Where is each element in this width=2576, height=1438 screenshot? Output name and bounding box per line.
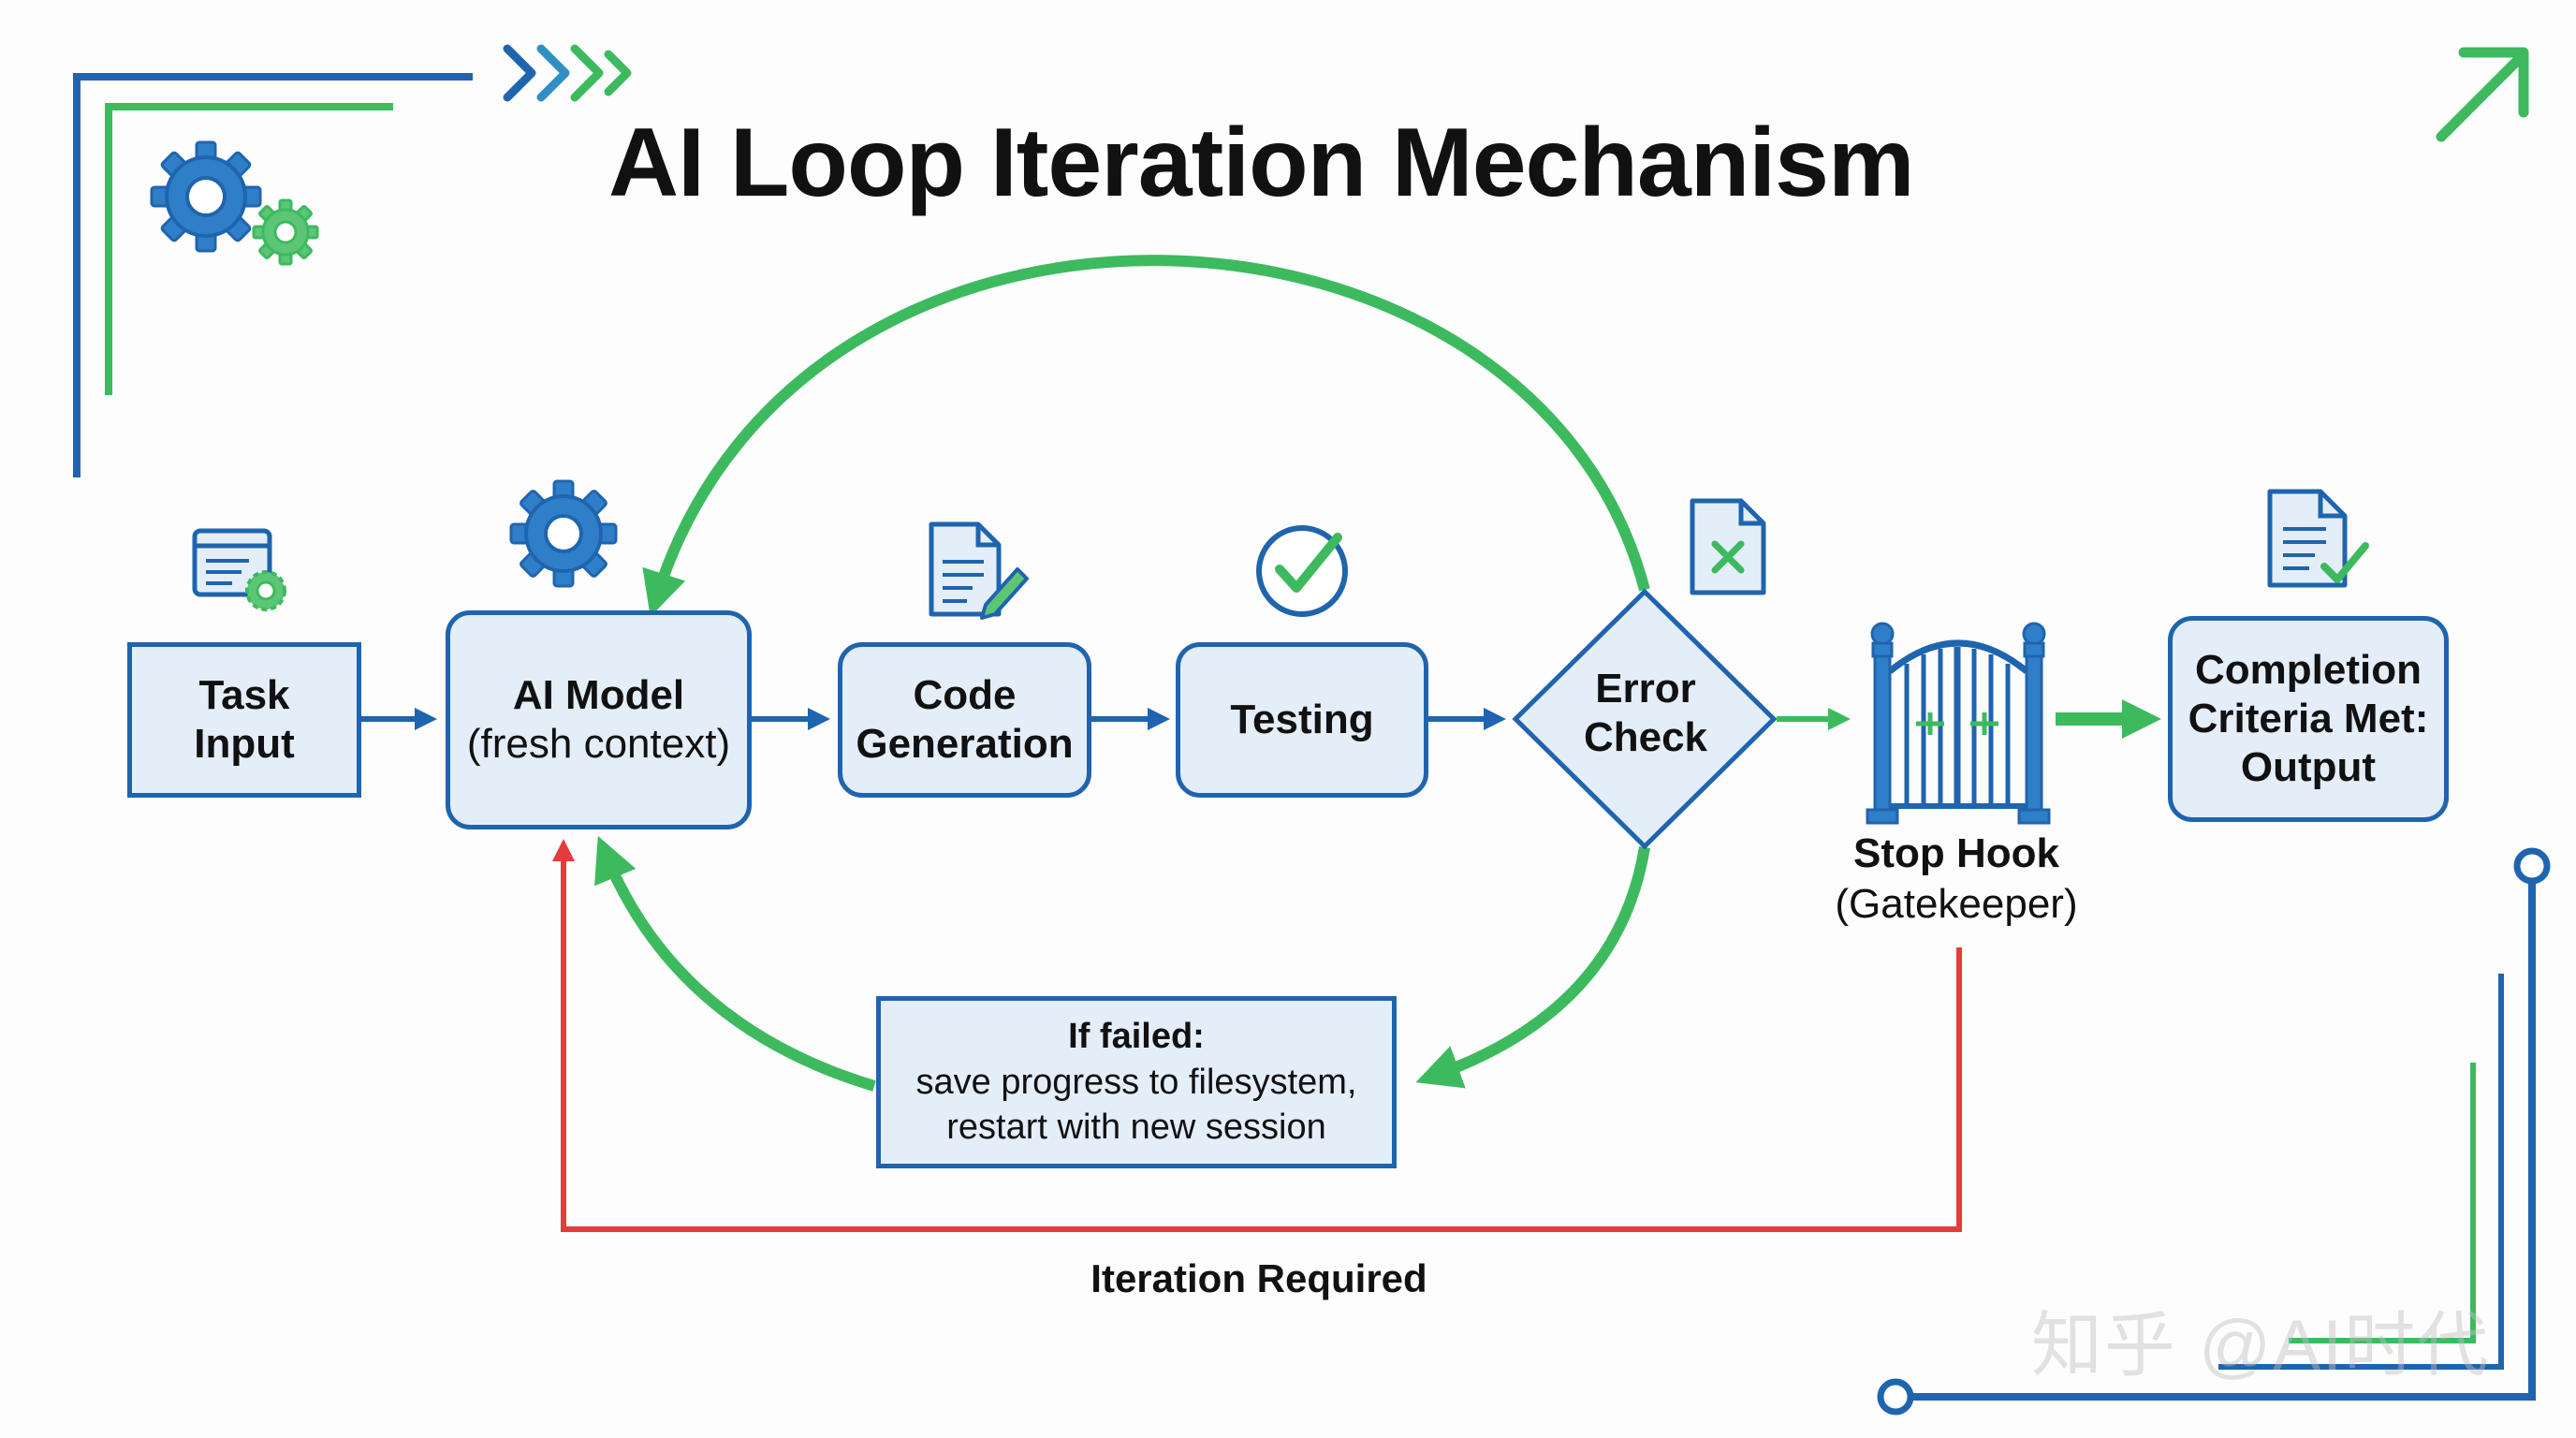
task-settings-icon bbox=[192, 528, 286, 611]
error-check-label: Error Check bbox=[1533, 665, 1758, 762]
completion-box: Completion Criteria Met: Output bbox=[2168, 616, 2449, 822]
corner-frame-top-left bbox=[73, 73, 473, 477]
failure-note-heading: If failed: bbox=[1068, 1017, 1205, 1057]
iteration-loop-line bbox=[552, 839, 1962, 1232]
check-circle-icon bbox=[1256, 525, 1348, 617]
iteration-required-label: Iteration Required bbox=[1090, 1256, 1427, 1300]
feedback-arc-top bbox=[642, 255, 1650, 617]
document-error-icon bbox=[1690, 498, 1766, 595]
gears-icon bbox=[150, 140, 319, 266]
testing-box: Testing bbox=[1176, 642, 1428, 798]
ai-model-label: AI Model bbox=[512, 672, 685, 719]
failure-arc-left bbox=[594, 835, 876, 1092]
failure-note-box: If failed: save progress to filesystem, … bbox=[876, 996, 1397, 1168]
error-check-diamond bbox=[1512, 588, 1778, 850]
code-generation-box: Code Generation bbox=[838, 642, 1091, 798]
watermark: 知乎 @AI时代 bbox=[2031, 1306, 2491, 1386]
failure-note-line1: save progress to filesystem, bbox=[915, 1062, 1357, 1102]
code-generation-label-line1: Code bbox=[913, 672, 1017, 719]
error-check-label-line1: Error bbox=[1595, 666, 1696, 712]
task-input-label-line1: Task bbox=[198, 672, 290, 719]
task-input-box: Task Input bbox=[127, 642, 361, 798]
corner-frame-bottom-right bbox=[1877, 847, 2551, 1416]
diagram-title: AI Loop Iteration Mechanism bbox=[608, 109, 1914, 217]
error-check-label-line2: Check bbox=[1583, 713, 1708, 760]
gate-icon bbox=[1866, 622, 2051, 825]
chevrons-icon bbox=[503, 44, 632, 102]
stop-hook-title: Stop Hook bbox=[1853, 830, 2059, 876]
arrow-up-right-icon bbox=[2436, 47, 2529, 142]
stop-hook-subtitle: (Gatekeeper) bbox=[1835, 880, 2078, 927]
ai-model-box: AI Model (fresh context) bbox=[446, 610, 752, 829]
gear-icon bbox=[509, 479, 618, 588]
document-check-icon bbox=[2267, 489, 2369, 588]
completion-label-line3: Output bbox=[2240, 743, 2377, 790]
failure-arc-right bbox=[1415, 846, 1650, 1089]
ai-model-sublabel: (fresh context) bbox=[466, 721, 731, 767]
completion-label-line2: Criteria Met: bbox=[2188, 696, 2429, 742]
code-generation-label-line2: Generation bbox=[856, 721, 1074, 767]
stop-hook-label: Stop Hook (Gatekeeper) bbox=[1816, 829, 2097, 929]
document-edit-icon bbox=[929, 521, 1029, 620]
task-input-label-line2: Input bbox=[194, 721, 295, 767]
testing-label: Testing bbox=[1230, 697, 1374, 743]
failure-note-line2: restart with new session bbox=[946, 1108, 1326, 1148]
completion-label-line1: Completion bbox=[2195, 647, 2422, 694]
